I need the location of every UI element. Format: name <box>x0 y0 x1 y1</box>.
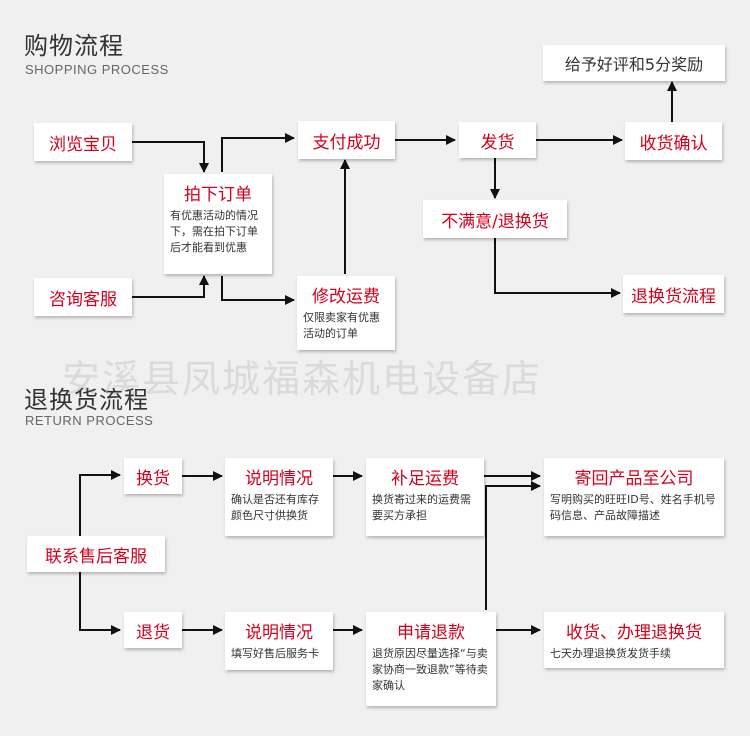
unsatisfied-box: 不满意/退换货 <box>423 200 567 238</box>
contact-service-box: 联系售后客服 <box>27 536 165 572</box>
ship-box: 发货 <box>459 122 536 158</box>
watermark: 安溪县凤城福森机电设备店 <box>62 357 543 401</box>
apply-refund-note: 退货原因尽量选择“与卖家协商一致退款”等待卖家确认 <box>372 647 488 692</box>
exchange-box: 换货 <box>124 458 182 494</box>
pay-success-box: 支付成功 <box>298 121 395 159</box>
return-to-company-note: 写明购买的旺旺ID号、姓名手机号码信息、产品故障描述 <box>550 493 716 522</box>
order-note: 有优惠活动的情况下，需在拍下订单后才能看到优惠 <box>170 209 258 254</box>
modify-shipping-note: 仅限卖家有优惠活动的订单 <box>303 311 380 340</box>
order-card: 拍下订单 有优惠活动的情况下，需在拍下订单后才能看到优惠 <box>164 174 272 274</box>
pay-shipping-note: 换货寄过来的运费需要买方承担 <box>372 493 471 522</box>
reward-box: 给予好评和5分奖励 <box>543 45 725 81</box>
apply-refund-label: 申请退款 <box>397 623 465 643</box>
returns-title: 退换货流程 <box>24 386 149 414</box>
order-label: 拍下订单 <box>184 185 252 205</box>
explain-refund-card: 说明情况 填写好售后服务卡 <box>225 612 333 670</box>
modify-shipping-card: 修改运费 仅限卖家有优惠活动的订单 <box>297 276 395 350</box>
pay-shipping-label: 补足运费 <box>391 469 459 489</box>
return-to-company-card: 寄回产品至公司 写明购买的旺旺ID号、姓名手机号码信息、产品故障描述 <box>544 458 724 536</box>
consult-box: 咨询客服 <box>34 278 132 316</box>
explain-exchange-note: 确认是否还有库存颜色尺寸供换货 <box>231 493 319 522</box>
receive-handle-note: 七天办理退换货发货手续 <box>550 647 671 660</box>
browse-box: 浏览宝贝 <box>34 123 132 161</box>
modify-shipping-label: 修改运费 <box>312 287 380 307</box>
receive-confirm-box: 收货确认 <box>625 122 722 160</box>
shopping-title: 购物流程 <box>24 32 124 60</box>
explain-refund-note: 填写好售后服务卡 <box>231 647 319 660</box>
return-flow-box: 退换货流程 <box>623 275 724 313</box>
returns-subtitle: RETURN PROCESS <box>25 413 154 428</box>
refund-box: 退货 <box>124 612 182 648</box>
explain-exchange-label: 说明情况 <box>245 469 313 489</box>
return-to-company-label: 寄回产品至公司 <box>574 469 694 489</box>
explain-exchange-card: 说明情况 确认是否还有库存颜色尺寸供换货 <box>225 458 333 536</box>
receive-handle-card: 收货、办理退换货 七天办理退换货发货手续 <box>544 612 724 668</box>
shopping-subtitle: SHOPPING PROCESS <box>25 62 169 77</box>
receive-handle-label: 收货、办理退换货 <box>566 623 702 643</box>
pay-shipping-card: 补足运费 换货寄过来的运费需要买方承担 <box>366 458 484 536</box>
explain-refund-label: 说明情况 <box>245 623 313 643</box>
apply-refund-card: 申请退款 退货原因尽量选择“与卖家协商一致退款”等待卖家确认 <box>366 612 496 706</box>
